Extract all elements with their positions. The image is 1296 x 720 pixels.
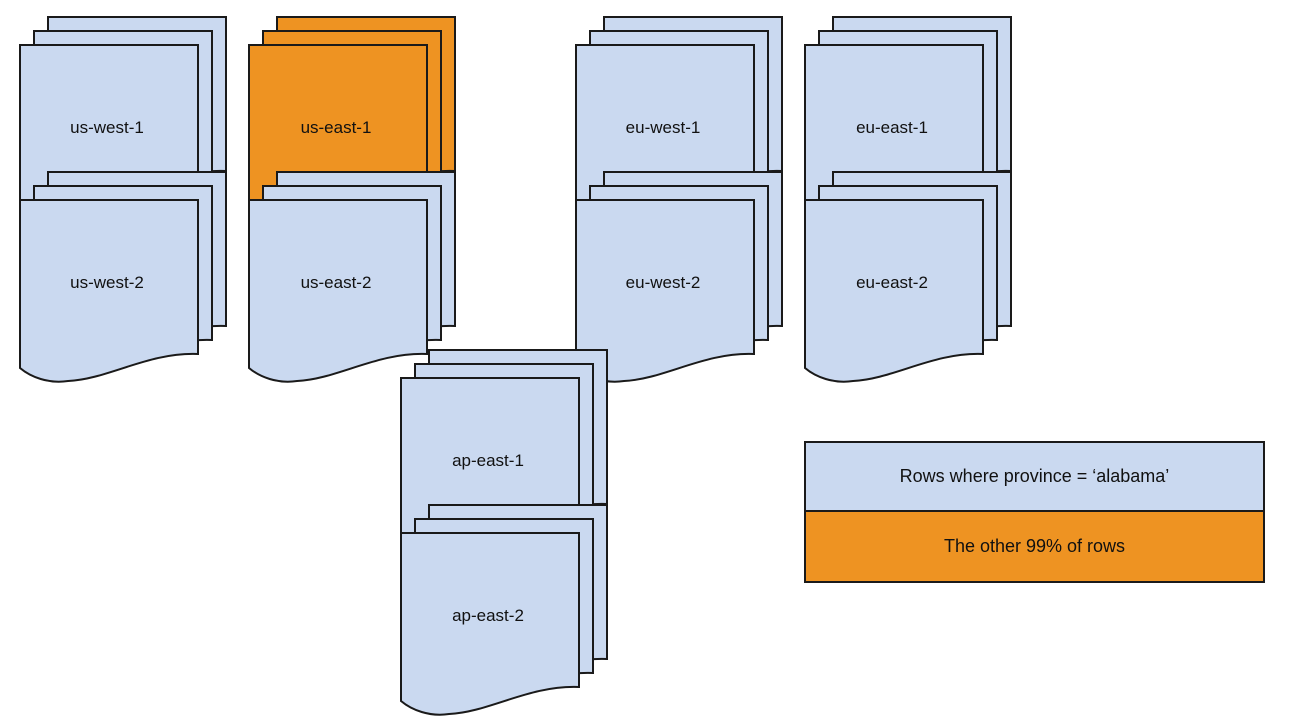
region-stack-shapes-ap-east-2	[400, 504, 608, 716]
region-stack-shapes-eu-east-2	[804, 171, 1012, 383]
document-sheet	[248, 199, 428, 383]
region-stack-eu-west-2[interactable]: eu-west-2	[574, 170, 783, 383]
region-stack-eu-east-2[interactable]: eu-east-2	[803, 170, 1012, 383]
legend: Rows where province = ‘alabama’ The other…	[804, 441, 1265, 583]
legend-label-legend-blue: Rows where province = ‘alabama’	[899, 466, 1170, 486]
document-sheet	[804, 199, 984, 383]
legend-row-legend-blue: Rows where province = ‘alabama’	[806, 443, 1263, 512]
document-sheet	[19, 199, 199, 383]
region-stack-shapes-us-east-2	[248, 171, 456, 383]
region-stack-shapes-us-west-2	[19, 171, 227, 383]
document-sheet	[400, 532, 580, 716]
region-stack-ap-east-2[interactable]: ap-east-2	[399, 503, 608, 716]
region-stack-us-west-2[interactable]: us-west-2	[18, 170, 227, 383]
region-stack-us-east-2[interactable]: us-east-2	[247, 170, 456, 383]
legend-label-legend-orange: The other 99% of rows	[943, 536, 1126, 556]
region-stack-shapes-eu-east-1	[804, 16, 1012, 228]
region-stack-shapes-eu-west-2	[575, 171, 783, 383]
legend-row-legend-orange: The other 99% of rows	[806, 512, 1263, 581]
